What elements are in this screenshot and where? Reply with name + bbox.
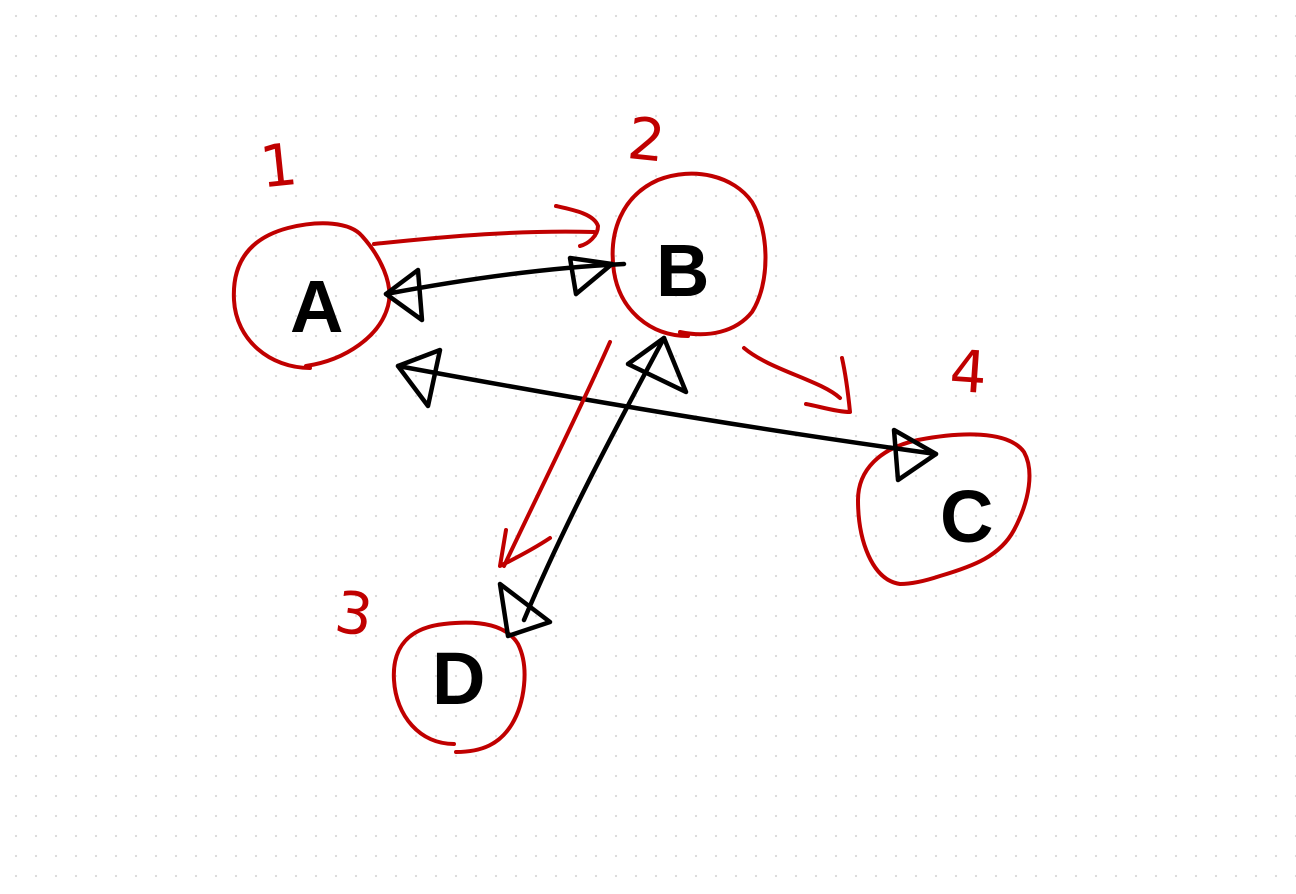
traversal-b-d-arrowhead [498,528,552,568]
node-a-outline [231,221,392,370]
node-c-outline [856,432,1032,586]
edge-a-b-arrowhead-b [567,255,615,297]
node-b-order-number: 2 [625,104,669,175]
traversal-b-c-arrow [742,346,842,400]
edge-a-b-arrowhead-a [383,267,425,323]
traversal-a-b-arrow [372,229,596,246]
edge-b-d-arrowhead-d [497,581,553,639]
edge-b-d-arrowhead-b [625,335,689,395]
edge-a-c-arrowhead-c [891,427,939,483]
node-b-label: B [656,229,709,312]
edge-a-b-line [383,261,627,297]
node-d-label: D [432,637,485,720]
node-a-label: A [290,265,343,348]
edge-a-c-line [395,363,939,457]
node-a-order-number: 1 [257,130,301,201]
node-b-outline [610,171,768,338]
node-c-order-number: 4 [948,337,990,407]
traversal-b-d-arrow [502,340,612,568]
traversal-b-c-arrowhead [804,356,852,414]
traversal-a-b-arrowhead [554,204,600,248]
node-d-outline [391,620,527,754]
node-d-order-number: 3 [331,578,377,650]
edge-a-c-arrowhead-a [395,347,443,409]
node-c-label: C [940,475,993,558]
